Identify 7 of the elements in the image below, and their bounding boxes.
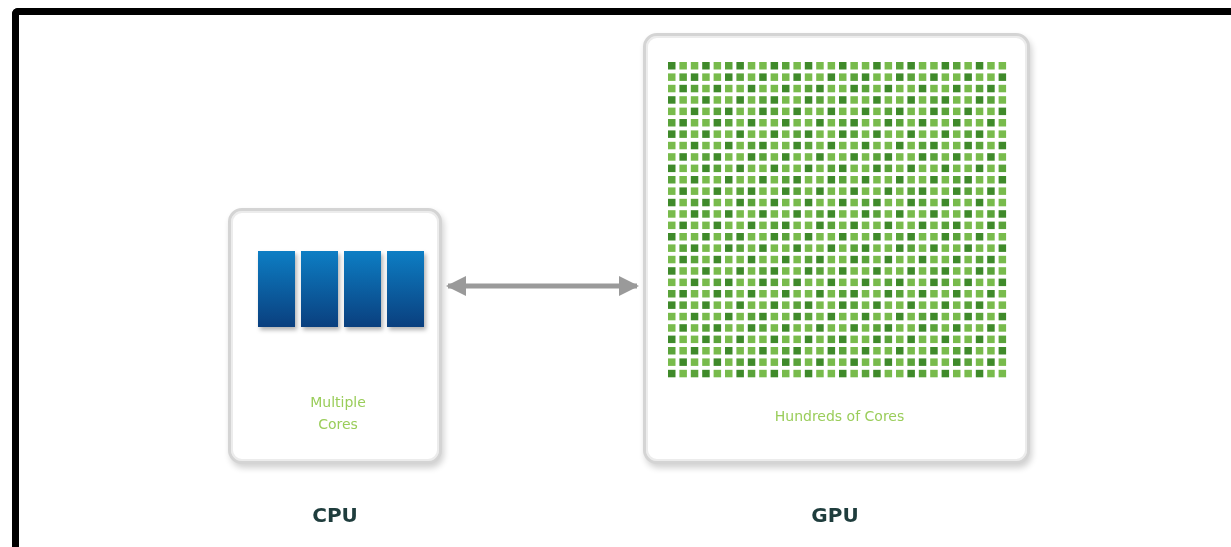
core-panel bbox=[228, 208, 442, 464]
double-arrow bbox=[446, 276, 639, 296]
core-panel bbox=[643, 33, 1030, 464]
panel-caption: Hundreds of Cores bbox=[773, 407, 906, 426]
processor-label: GPU bbox=[810, 503, 860, 527]
processor-label: CPU bbox=[311, 503, 359, 527]
panel-caption: Multiple Cores bbox=[309, 393, 367, 434]
